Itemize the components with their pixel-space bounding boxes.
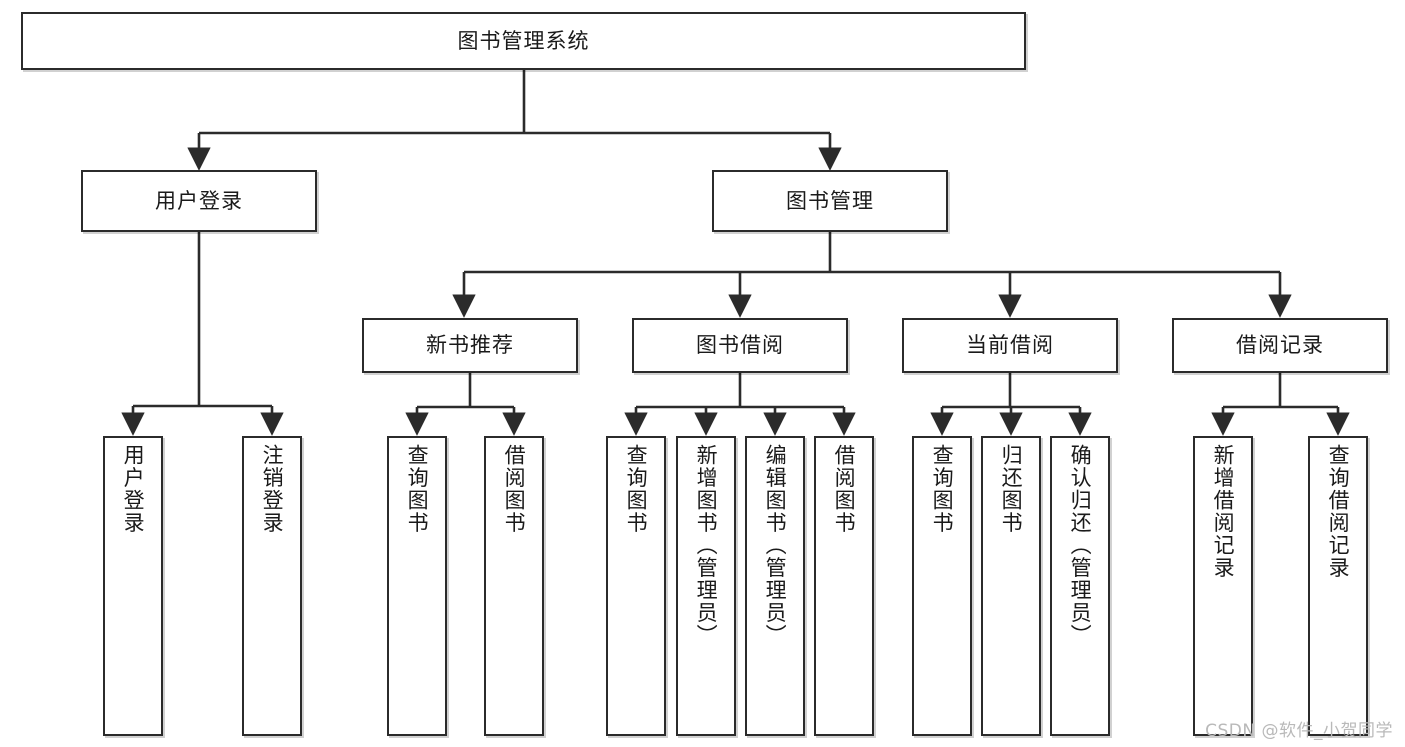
- node-label: 图书借阅: [696, 333, 784, 358]
- leaf-borrow-edit-book[interactable]: 编辑图书（管理员）: [745, 436, 805, 736]
- node-label: 新增借阅记录: [1211, 444, 1236, 579]
- node-label: 借阅记录: [1236, 333, 1324, 358]
- leaf-current-query-book[interactable]: 查询图书: [912, 436, 972, 736]
- node-label: 借阅图书: [832, 444, 857, 534]
- leaf-borrow-query-book[interactable]: 查询图书: [606, 436, 666, 736]
- node-label: 用户登录: [155, 188, 243, 213]
- node-label: 新书推荐: [426, 333, 514, 358]
- leaf-borrow-add-book[interactable]: 新增图书（管理员）: [676, 436, 736, 736]
- node-label: 用户登录: [121, 444, 146, 534]
- watermark: CSDN @软件_小贺同学: [1205, 721, 1393, 741]
- leaf-current-return-book[interactable]: 归还图书: [981, 436, 1041, 736]
- node-label: 借阅图书: [502, 444, 527, 534]
- node-root-system[interactable]: 图书管理系统: [21, 12, 1026, 70]
- node-current-borrow[interactable]: 当前借阅: [902, 318, 1118, 373]
- leaf-borrow-borrow-book[interactable]: 借阅图书: [814, 436, 874, 736]
- node-label: 归还图书: [999, 444, 1024, 534]
- node-user-login[interactable]: 用户登录: [81, 170, 317, 232]
- node-label: 注销登录: [260, 444, 285, 534]
- leaf-recommend-query-book[interactable]: 查询图书: [387, 436, 447, 736]
- leaf-user-login-signin[interactable]: 用户登录: [103, 436, 163, 736]
- node-book-management[interactable]: 图书管理: [712, 170, 948, 232]
- node-label: 图书管理: [786, 188, 874, 213]
- node-label: 确认归还（管理员）: [1068, 444, 1093, 647]
- leaf-user-login-signout[interactable]: 注销登录: [242, 436, 302, 736]
- leaf-record-query-record[interactable]: 查询借阅记录: [1308, 436, 1368, 736]
- node-label: 当前借阅: [966, 333, 1054, 358]
- node-label: 图书管理系统: [457, 28, 590, 53]
- leaf-record-add-record[interactable]: 新增借阅记录: [1193, 436, 1253, 736]
- leaf-current-confirm-return[interactable]: 确认归还（管理员）: [1050, 436, 1110, 736]
- node-new-book-recommend[interactable]: 新书推荐: [362, 318, 578, 373]
- node-label: 新增图书（管理员）: [694, 444, 719, 647]
- node-label: 编辑图书（管理员）: [763, 444, 788, 647]
- node-label: 查询图书: [405, 444, 430, 534]
- node-label: 查询借阅记录: [1326, 444, 1351, 579]
- node-label: 查询图书: [930, 444, 955, 534]
- node-label: 查询图书: [624, 444, 649, 534]
- leaf-recommend-borrow-book[interactable]: 借阅图书: [484, 436, 544, 736]
- node-book-borrow[interactable]: 图书借阅: [632, 318, 848, 373]
- node-borrow-record[interactable]: 借阅记录: [1172, 318, 1388, 373]
